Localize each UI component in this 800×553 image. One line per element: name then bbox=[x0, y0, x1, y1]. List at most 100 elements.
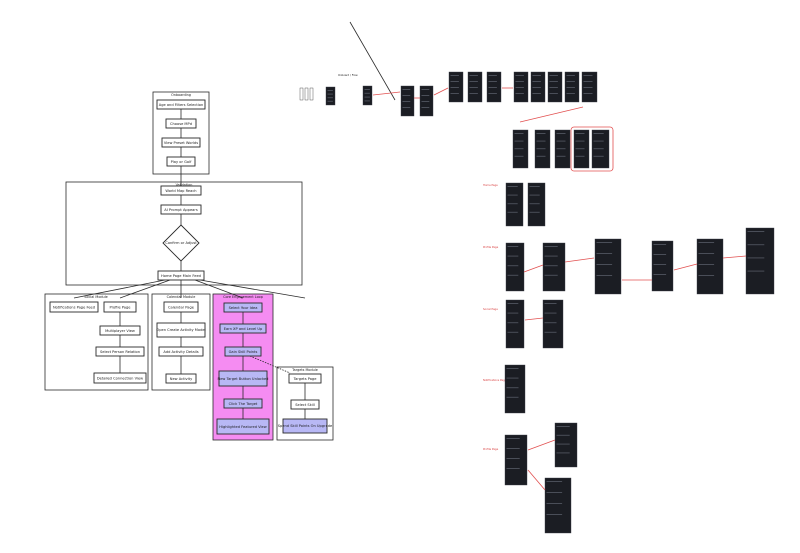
phone-screen-mockup bbox=[512, 129, 529, 169]
flow-label: Notifications Page bbox=[483, 378, 507, 382]
node-ai-prompt[interactable]: AI Prompt Appears bbox=[160, 204, 202, 215]
svg-text:Select Skill: Select Skill bbox=[295, 403, 315, 407]
svg-text:Gain Skill Points: Gain Skill Points bbox=[229, 350, 258, 354]
node-open-create-activity[interactable]: Open Create Activity Model bbox=[156, 322, 206, 338]
node-spend-skill-points[interactable]: Spend Skill Points On Upgrade bbox=[278, 418, 333, 434]
node-new-target-unlocked[interactable]: New Target Button Unlocked bbox=[218, 370, 269, 387]
group-title: Social Module bbox=[84, 295, 107, 299]
node-home-feed[interactable]: Home Page Main Feed bbox=[157, 270, 205, 281]
node-click-target[interactable]: Click The Target bbox=[223, 398, 263, 409]
group-targets: Targets Module bbox=[276, 366, 334, 441]
phone-screen-mockup bbox=[745, 227, 775, 295]
node-detailed-connection[interactable]: Detailed Connection View bbox=[93, 372, 147, 384]
flow-label: Profile Page bbox=[483, 447, 499, 451]
node-gain-skill[interactable]: Gain Skill Points bbox=[224, 346, 262, 357]
phone-screen-mockup bbox=[505, 182, 524, 227]
svg-text:Play or Golf: Play or Golf bbox=[171, 160, 192, 164]
node-multiplayer[interactable]: Multiplayer View bbox=[99, 325, 141, 336]
svg-text:Targets Page: Targets Page bbox=[293, 377, 318, 381]
svg-text:Profile Page: Profile Page bbox=[109, 306, 131, 310]
node-age-filters[interactable]: Age and Filters Selection bbox=[156, 99, 206, 110]
phone-screen-mockup bbox=[504, 364, 526, 414]
svg-text:Notifications Page Feed: Notifications Page Feed bbox=[53, 306, 95, 310]
phone-screen-mockup bbox=[400, 85, 415, 117]
pen-stroke bbox=[349, 21, 396, 101]
flowchart-edges bbox=[73, 109, 306, 419]
svg-text:Select Person Relation: Select Person Relation bbox=[100, 350, 140, 354]
svg-text:New Target Button Unlocked: New Target Button Unlocked bbox=[218, 377, 269, 381]
phone-screen-mockup bbox=[581, 71, 598, 103]
annotation-arrow bbox=[527, 439, 556, 451]
svg-text:Open Create Activity Model: Open Create Activity Model bbox=[156, 328, 205, 332]
group-title: Onboarding bbox=[171, 93, 191, 97]
flow-label: Social Page bbox=[483, 307, 498, 311]
phone-screen-mockup bbox=[651, 240, 674, 292]
node-notifications-feed[interactable]: Notifications Page Feed bbox=[49, 301, 99, 313]
node-targets-page[interactable]: Targets Page bbox=[288, 373, 322, 384]
phone-screen-mockup bbox=[573, 129, 590, 169]
node-calendar-page[interactable]: Calendar Page bbox=[163, 301, 199, 313]
node-highlighted-featured[interactable]: Highlighted Featured View bbox=[216, 418, 270, 435]
svg-text:Choose MPd: Choose MPd bbox=[170, 122, 192, 126]
node-confirm-decision[interactable]: Confirm or Adjust bbox=[162, 224, 200, 262]
svg-text:Select Your Idea: Select Your Idea bbox=[229, 306, 258, 310]
node-earn-xp[interactable]: Earn XP and Level Up bbox=[219, 323, 267, 334]
phone-screen-mockup bbox=[564, 71, 580, 103]
svg-text:New Activity: New Activity bbox=[170, 377, 193, 381]
svg-text:Earn XP and Level Up: Earn XP and Level Up bbox=[224, 327, 263, 331]
phone-screen-mockup bbox=[554, 422, 578, 468]
svg-text:Age and Filters Selection: Age and Filters Selection bbox=[159, 103, 203, 107]
svg-text:Highlighted Featured View: Highlighted Featured View bbox=[219, 425, 266, 429]
phone-screen-mockup bbox=[542, 242, 566, 292]
phone-screen-mockup bbox=[448, 71, 464, 103]
annotation-arrow bbox=[673, 263, 698, 271]
annotation-arrow bbox=[524, 317, 544, 321]
phone-screen-mockup bbox=[505, 242, 525, 292]
onboard-mini-nodes bbox=[299, 87, 314, 101]
red-annotations bbox=[372, 87, 747, 491]
annotation-arrow bbox=[372, 91, 401, 96]
node-choose-mpd[interactable]: Choose MPd bbox=[165, 118, 197, 129]
phone-screen-mockup bbox=[542, 299, 564, 349]
node-play-golf[interactable]: Play or Golf bbox=[166, 156, 196, 167]
phone-screen-mockup bbox=[467, 71, 483, 103]
phone-screen-mockup bbox=[534, 129, 551, 169]
phone-screen-mockup bbox=[547, 71, 563, 103]
phone-screen-mockup bbox=[591, 129, 610, 169]
node-world-map[interactable]: World Map Reach bbox=[160, 185, 202, 196]
svg-text:World Map Reach: World Map Reach bbox=[165, 189, 196, 193]
annotation-arrow bbox=[523, 264, 544, 273]
svg-text:Detailed Connection View: Detailed Connection View bbox=[97, 377, 143, 381]
svg-text:AI Prompt Appears: AI Prompt Appears bbox=[164, 208, 198, 212]
phone-screen-mockup bbox=[504, 434, 528, 486]
phone-screen-mockup bbox=[554, 129, 571, 169]
phone-screen-mockup bbox=[530, 71, 546, 103]
annotation-arrow bbox=[433, 87, 449, 96]
node-view-preset[interactable]: View Preset Worlds bbox=[161, 137, 201, 148]
svg-text:View Preset Worlds: View Preset Worlds bbox=[164, 141, 198, 145]
highlight-frame bbox=[570, 126, 614, 172]
svg-text:Confirm or Adjust: Confirm or Adjust bbox=[165, 241, 197, 245]
annotation-arrow bbox=[564, 257, 595, 263]
phone-screen-mockup bbox=[594, 238, 622, 295]
node-add-activity-details[interactable]: Add Activity Details bbox=[158, 346, 204, 357]
annotation-arrow bbox=[722, 255, 747, 259]
svg-text:Add Activity Details: Add Activity Details bbox=[163, 350, 198, 354]
flow-top-label: Onboard / Flow bbox=[338, 73, 358, 77]
node-select-skill[interactable]: Select Skill bbox=[290, 399, 320, 410]
group-title: Targets Module bbox=[291, 368, 318, 372]
node-select-person[interactable]: Select Person Relation bbox=[95, 346, 145, 357]
node-select-idea[interactable]: Select Your Idea bbox=[223, 302, 263, 313]
group-validation: Validation bbox=[65, 181, 303, 286]
node-new-activity[interactable]: New Activity bbox=[165, 373, 197, 384]
phone-screen-mockup bbox=[544, 477, 572, 534]
phone-screen-mockup bbox=[362, 85, 373, 106]
phone-screen-mockup bbox=[696, 238, 724, 295]
svg-text:Click The Target: Click The Target bbox=[229, 402, 258, 406]
flow-label: Home Page bbox=[483, 183, 498, 187]
group-title: Core Engagement Loop bbox=[223, 295, 263, 299]
phone-screen-mockup bbox=[513, 71, 529, 103]
phone-screen-mockup bbox=[486, 71, 502, 103]
node-profile[interactable]: Profile Page bbox=[103, 301, 137, 313]
